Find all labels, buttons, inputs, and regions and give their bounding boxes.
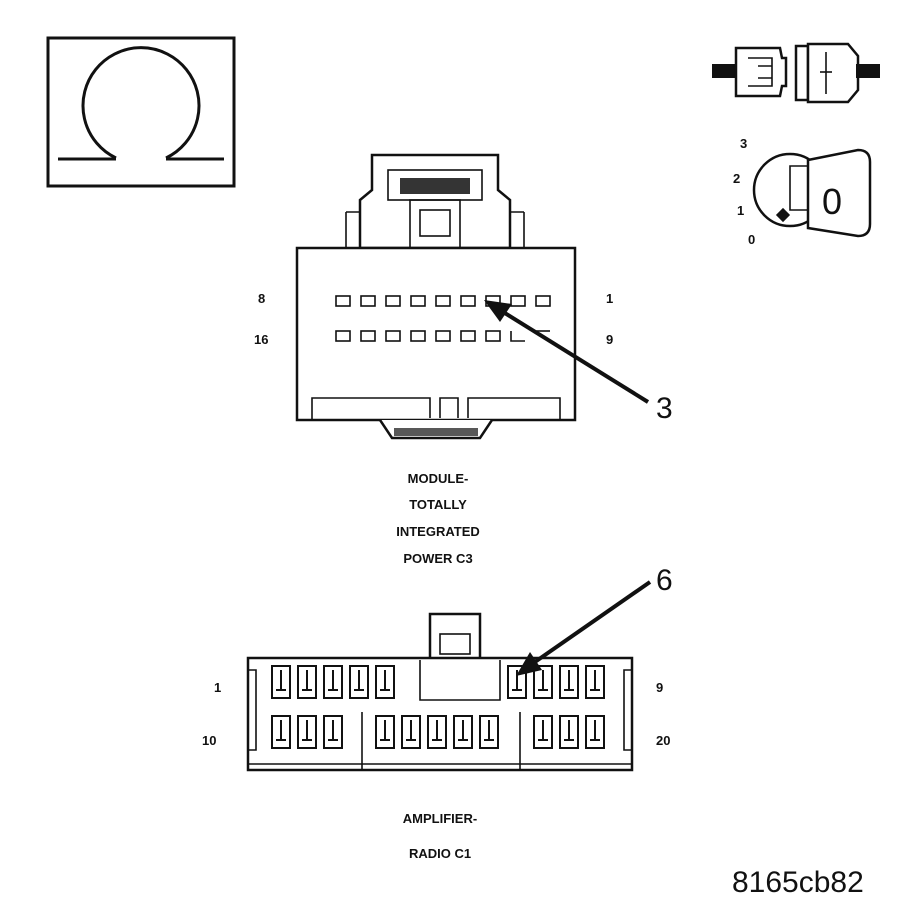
figure-id: 8165cb82 [732,866,864,899]
tipm-c3-connector: 8 1 16 9 3 MODULE- TOTALLY INTEGRATED PO… [254,153,673,566]
tipm-top-cavity-row [335,295,551,307]
ignition-position-3: 3 [740,136,747,151]
amp-bottom-terminal-row [271,715,605,749]
tipm-pin-label-bottom-left: 16 [254,332,268,347]
amp-callout-number: 6 [656,564,673,597]
tipm-callout-number: 3 [656,392,673,425]
ignition-position-1: 1 [737,203,744,218]
ignition-key-label: 0 [822,181,842,222]
tipm-caption-line-1: MODULE- [408,471,469,486]
tipm-bottom-cavity-row [335,330,550,342]
amp-pin-label-bottom-right: 20 [656,733,670,748]
tipm-caption-line-3: INTEGRATED [396,524,480,539]
amplifier-c1-connector: 1 9 10 20 6 AMPLIFIER- RADIO C1 [202,564,673,861]
amp-caption-line-1: AMPLIFIER- [403,811,477,826]
connector-disconnect-icon [712,42,880,104]
amp-top-terminal-row [271,665,605,699]
ignition-position-2: 2 [733,171,740,186]
tipm-caption-line-4: POWER C3 [403,551,472,566]
amp-pin-label-top-left: 1 [214,680,221,695]
tipm-pin-label-bottom-right: 9 [606,332,613,347]
amp-caption-line-2: RADIO C1 [409,846,471,861]
ignition-key-off-icon: 3 2 1 0 0 [733,136,872,247]
amp-pin-label-bottom-left: 10 [202,733,216,748]
ignition-position-0: 0 [748,232,755,247]
tipm-pin-label-top-right: 1 [606,291,613,306]
amp-pin-label-top-right: 9 [656,680,663,695]
ohm-symbol-icon [46,36,236,188]
tipm-caption-line-2: TOTALLY [409,497,467,512]
tipm-pin-label-top-left: 8 [258,291,265,306]
